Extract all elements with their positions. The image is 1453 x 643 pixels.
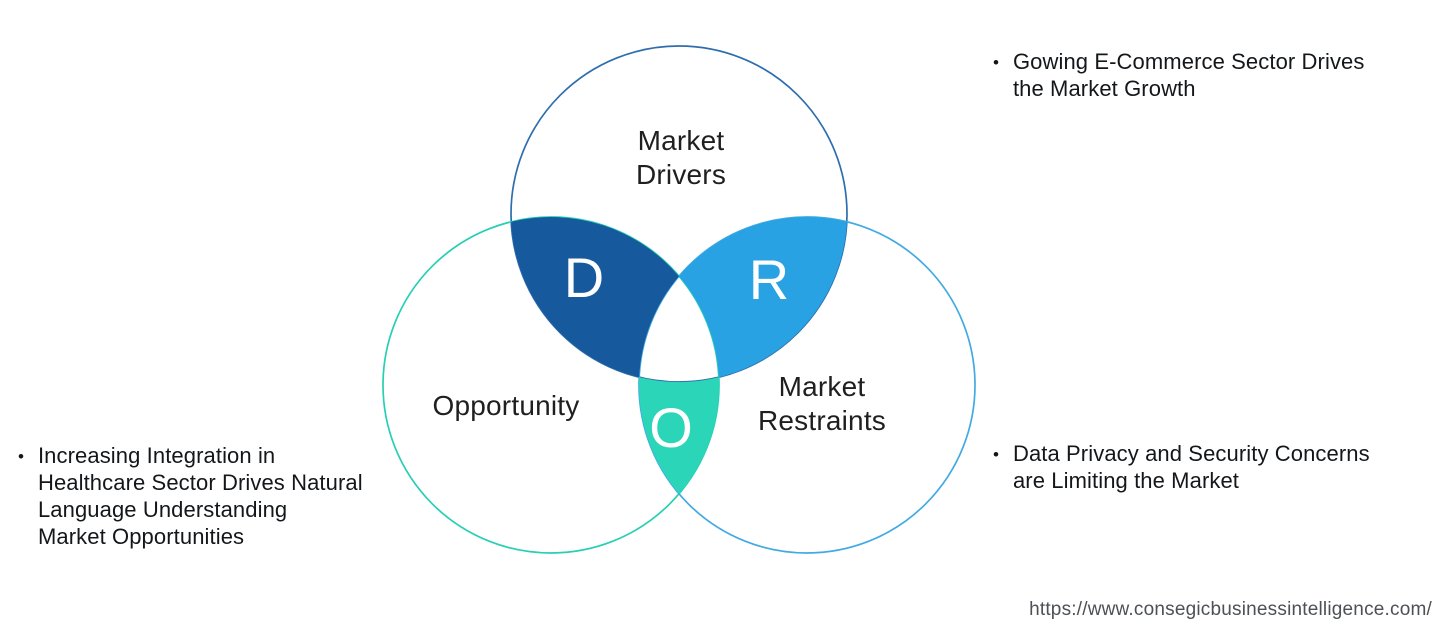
- bullet-icon: •: [993, 445, 999, 464]
- bullet-item-driver: • Gowing E-Commerce Sector Drives the Ma…: [993, 48, 1423, 102]
- drivers-circle: [510, 45, 848, 383]
- opportunity-label: Opportunity: [432, 390, 580, 421]
- bullet-icon: •: [18, 447, 24, 466]
- bullet-item-opportunity: • Increasing Integration in Healthcare S…: [18, 442, 428, 550]
- drivers-restraints-overlap: [679, 216, 847, 378]
- bullet-line: Market Opportunities: [37, 524, 245, 549]
- opportunity-restraints-overlap: [638, 377, 720, 494]
- letter-r: R: [749, 248, 789, 311]
- source-url: https://www.consegicbusinessintelligence…: [1029, 599, 1432, 620]
- bullet-line: the Market Growth: [1012, 76, 1196, 101]
- drivers-opportunity-overlap: [511, 216, 679, 378]
- letter-o: O: [649, 396, 693, 459]
- bullet-line: Gowing E-Commerce Sector Drives: [1012, 49, 1365, 74]
- bullet-line: are Limiting the Market: [1012, 468, 1240, 493]
- bullet-icon: •: [993, 53, 999, 72]
- drivers-label: Market Drivers: [635, 125, 727, 190]
- restraints-label: Market Restraints: [757, 371, 887, 436]
- letter-d: D: [564, 246, 604, 309]
- bullet-line: Data Privacy and Security Concerns: [1012, 441, 1370, 466]
- bullet-item-restraint: • Data Privacy and Security Concerns are…: [993, 440, 1423, 494]
- bullet-line: Increasing Integration in: [37, 443, 276, 468]
- bullet-line: Language Understanding: [37, 497, 288, 522]
- bullet-line: Healthcare Sector Drives Natural: [37, 470, 363, 495]
